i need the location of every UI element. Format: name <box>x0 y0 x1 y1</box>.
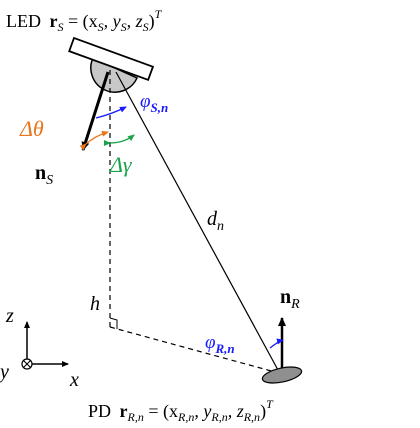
led-label-text: LED <box>6 11 41 31</box>
n-r-label: nR <box>280 286 300 312</box>
led-normal-arrow <box>81 71 110 151</box>
led-transpose: T <box>155 7 163 21</box>
pd-r-symbol: r <box>120 401 128 421</box>
led-close-paren: ) <box>149 11 155 32</box>
y-axis-label: y <box>0 361 9 383</box>
led-y-subscript: S <box>121 20 127 34</box>
phi-r-label: φR,n <box>205 332 235 356</box>
pd-label-text: PD <box>88 401 111 421</box>
delta-theta-label: Δθ <box>19 116 44 141</box>
pd-y-text: , y <box>194 401 211 421</box>
pd-y-subscript: R,n <box>210 410 227 424</box>
pd-position-label: PD rR,n = (xR,n, yR,n, zR,n)T <box>88 397 274 424</box>
y-axis-cross-b <box>23 360 31 368</box>
led-y-text: , y <box>104 11 121 31</box>
delta-theta-arc <box>79 130 109 151</box>
led-fixture <box>68 36 155 93</box>
n-s-symbol: n <box>35 162 46 184</box>
coordinate-axes: z y x <box>0 305 79 391</box>
distance-label: dn <box>207 208 224 234</box>
delta-gamma-label: Δγ <box>109 152 133 177</box>
pd-transpose: T <box>266 397 274 411</box>
n-r-subscript: R <box>290 297 300 312</box>
phi-s-symbol: φ <box>140 91 151 112</box>
z-axis-label: z <box>5 305 14 327</box>
led-z-text: , z <box>127 11 143 31</box>
n-s-subscript: S <box>46 173 53 188</box>
pd-x-subscript: R,n <box>177 410 194 424</box>
pd-close-paren: ) <box>260 401 266 422</box>
distance-symbol: d <box>207 208 218 230</box>
phi-r-arc <box>269 338 284 349</box>
height-label: h <box>90 293 100 315</box>
x-axis-label: x <box>69 369 79 391</box>
phi-r-symbol: φ <box>205 332 216 353</box>
led-board <box>68 36 155 82</box>
pd-z-subscript: R,n <box>243 410 260 424</box>
led-position-label: LED rS = (xS, yS, zS)T <box>6 7 163 34</box>
distance-subscript: n <box>217 219 224 234</box>
led-x-subscript: S <box>98 20 104 34</box>
pd-r-subscript: R,n <box>127 410 144 424</box>
phi-s-label: φS,n <box>140 91 168 115</box>
led-r-symbol: r <box>50 11 58 31</box>
phi-s-arc <box>95 106 127 119</box>
n-r-symbol: n <box>280 286 291 308</box>
led-eq-text: = (x <box>64 11 98 32</box>
phi-s-subscript: S,n <box>151 100 169 115</box>
led-z-subscript: S <box>143 20 149 34</box>
led-r-subscript: S <box>58 20 64 34</box>
delta-gamma-arc <box>103 134 135 147</box>
right-angle-mark <box>109 317 118 329</box>
distance-line <box>115 71 279 371</box>
pd-detector <box>261 366 303 384</box>
pd-eq-text: = (x <box>144 401 178 422</box>
phi-r-subscript: R,n <box>215 341 235 356</box>
led-dome <box>90 57 138 93</box>
floor-dashed-line <box>109 326 276 373</box>
pd-z-text: , z <box>228 401 244 421</box>
n-s-label: nS <box>35 162 53 188</box>
